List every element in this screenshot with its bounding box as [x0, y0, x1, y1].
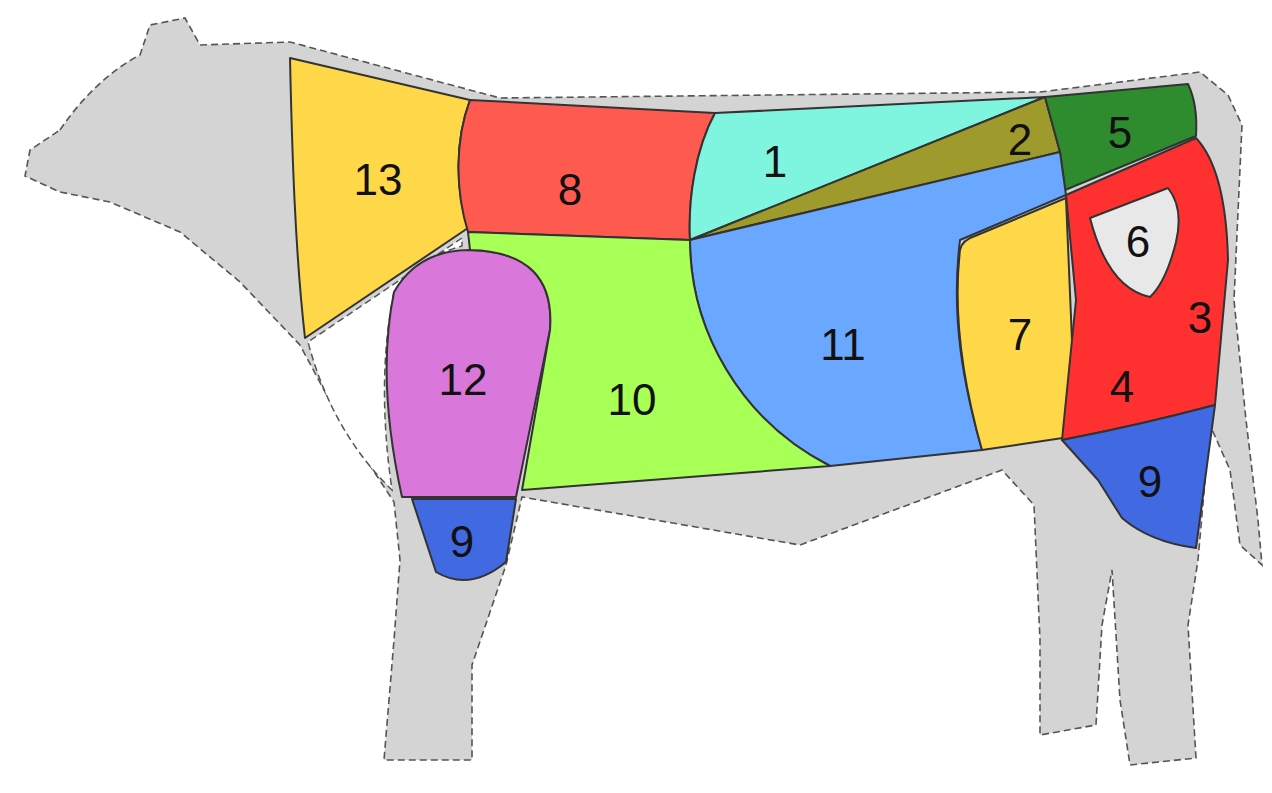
cut-region	[458, 100, 715, 240]
cut-region	[1062, 405, 1215, 548]
callout-number: 6	[1126, 220, 1150, 264]
cut-region	[1062, 138, 1228, 440]
callout-number: 12	[439, 358, 488, 402]
callout-number: 3	[1188, 296, 1212, 340]
callout-number: 7	[1008, 313, 1032, 357]
callout-number: 1	[763, 140, 787, 184]
cut-region	[1090, 188, 1179, 297]
callout-number: 8	[558, 168, 582, 212]
callout-number: 4	[1110, 365, 1134, 409]
cut-region	[958, 198, 1076, 450]
callout-number: 10	[608, 378, 657, 422]
cut-region	[387, 250, 551, 497]
callout-number: 5	[1108, 111, 1132, 155]
cut-region	[468, 232, 830, 490]
cut-region	[412, 499, 516, 580]
callout-number: 11	[820, 323, 866, 367]
cow-silhouette	[25, 18, 1262, 765]
callout-number: 13	[354, 158, 403, 202]
callout-number: 9	[1138, 460, 1162, 504]
callout-number: 9	[450, 520, 474, 564]
callout-number: 2	[1008, 118, 1032, 162]
